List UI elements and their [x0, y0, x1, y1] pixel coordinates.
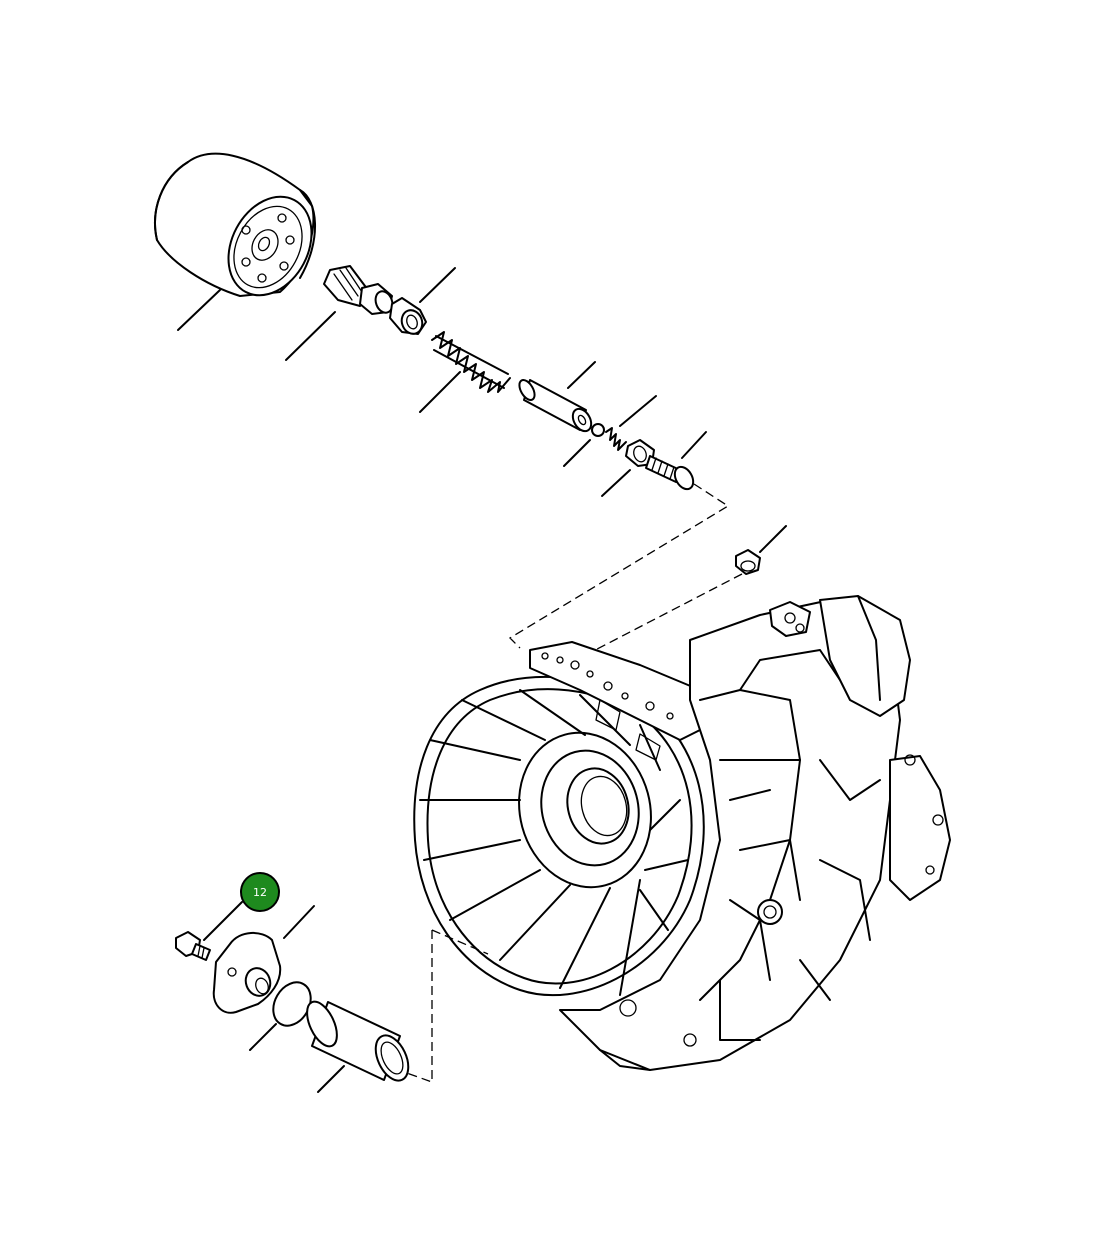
relief-piston[interactable] [516, 377, 595, 434]
check-ball[interactable] [591, 423, 605, 437]
small-spring[interactable] [605, 427, 627, 451]
plug[interactable] [735, 549, 761, 575]
filter-sleeve[interactable] [301, 997, 415, 1085]
callout-12[interactable]: 12 [240, 872, 280, 912]
transmission-housing[interactable] [413, 595, 951, 1071]
cover-bolt[interactable] [175, 931, 211, 961]
relief-spring[interactable] [431, 331, 511, 393]
cover-plate[interactable] [212, 932, 282, 1014]
callout-12-label: 12 [253, 886, 267, 899]
adjusting-screw[interactable] [645, 455, 697, 492]
callout-12-circle[interactable] [240, 872, 280, 912]
retainer-nut[interactable] [389, 297, 427, 337]
threaded-nipple[interactable] [323, 265, 395, 315]
oil-filter[interactable] [154, 152, 328, 310]
